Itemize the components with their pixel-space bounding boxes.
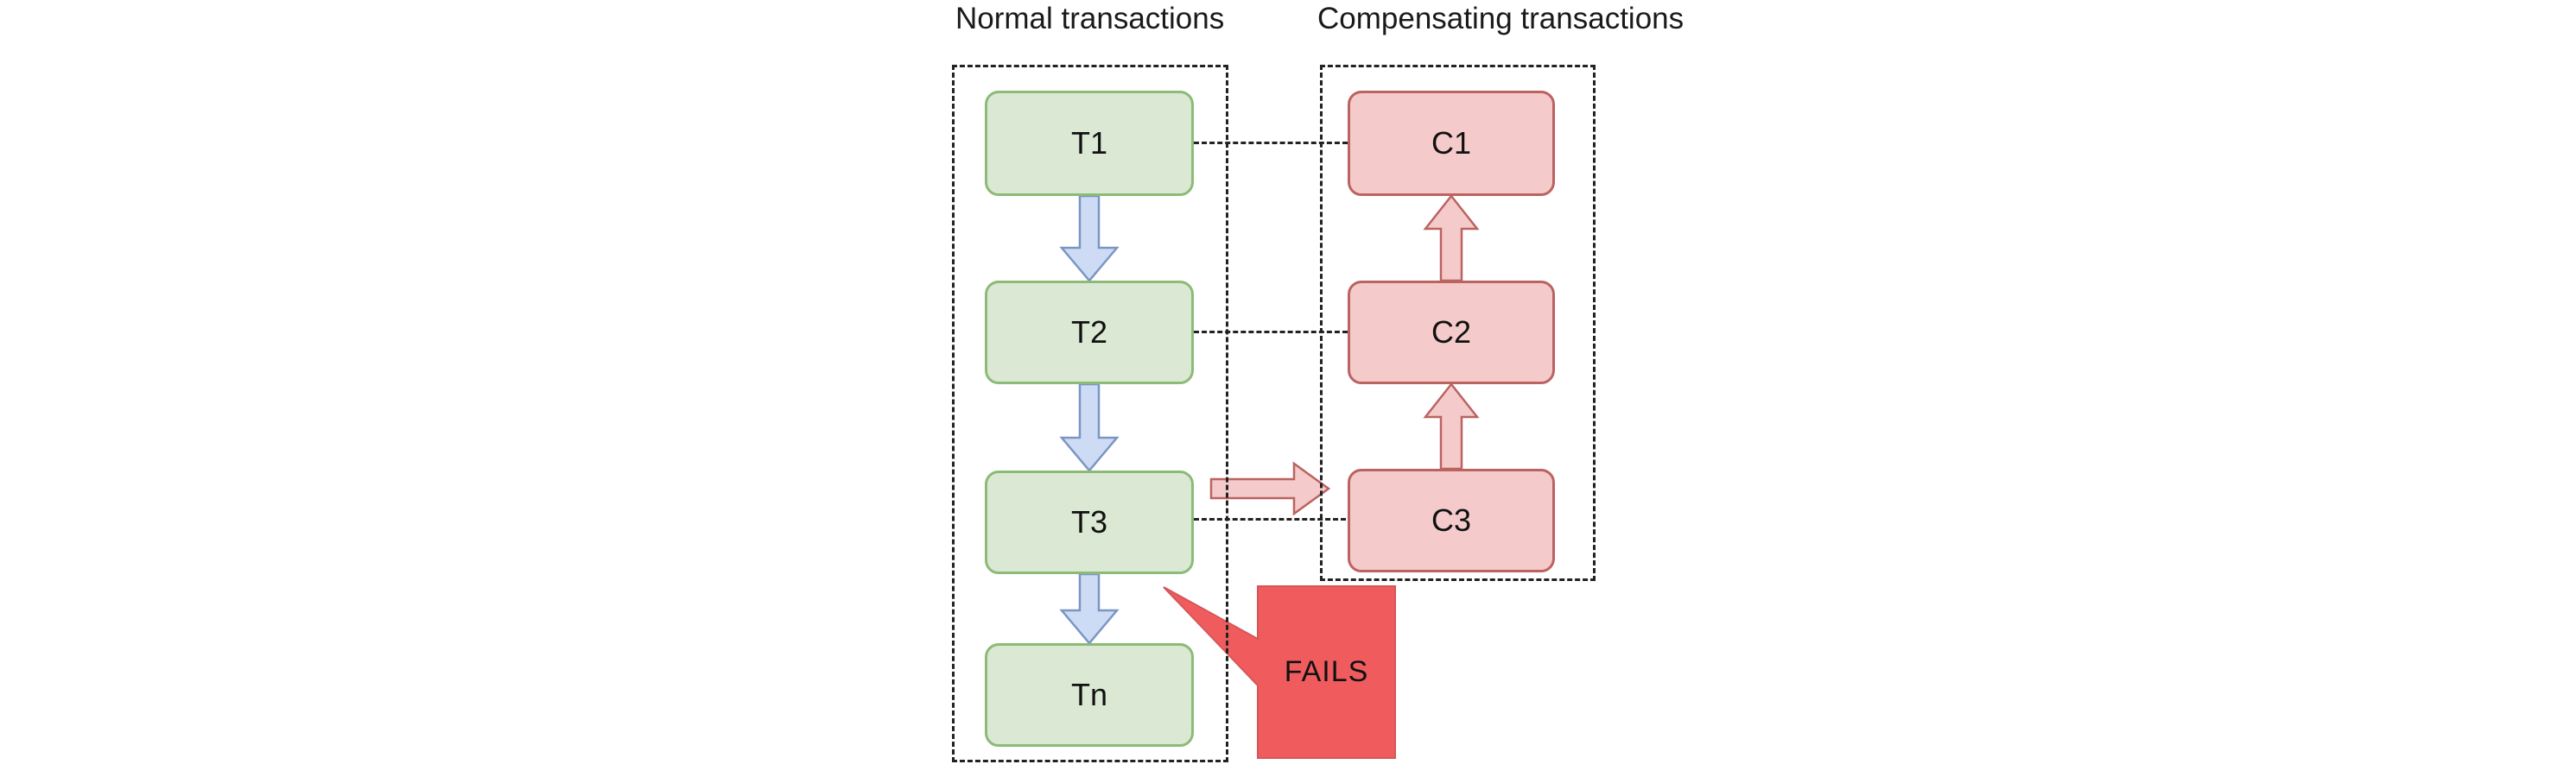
connector-t2-c2 bbox=[1194, 331, 1348, 333]
transaction-box-t1: T1 bbox=[985, 91, 1194, 196]
transaction-box-label: T3 bbox=[1070, 504, 1107, 540]
compensation-box-c1: C1 bbox=[1348, 91, 1555, 196]
down-arrow-t1-t2-icon bbox=[1059, 194, 1120, 282]
connector-t1-c1 bbox=[1194, 142, 1348, 144]
compensation-box-c2: C2 bbox=[1348, 281, 1555, 384]
up-arrow-c2-c1-icon bbox=[1423, 193, 1480, 282]
transaction-box-label: T1 bbox=[1070, 125, 1107, 161]
compensation-box-c3: C3 bbox=[1348, 469, 1555, 572]
right-arrow-t3-c3-icon bbox=[1209, 461, 1331, 516]
up-arrow-c3-c2-icon bbox=[1423, 382, 1480, 471]
down-arrow-t3-tn-icon bbox=[1059, 572, 1120, 645]
fails-callout-label: FAILS bbox=[1284, 655, 1369, 688]
compensation-box-label: C1 bbox=[1431, 125, 1472, 161]
transaction-box-t2: T2 bbox=[985, 281, 1194, 384]
transaction-box-t3: T3 bbox=[985, 471, 1194, 574]
connector-t3-c3 bbox=[1194, 518, 1346, 521]
transaction-box-tn: Tn bbox=[985, 643, 1194, 747]
compensation-box-label: C3 bbox=[1431, 502, 1472, 538]
down-arrow-t2-t3-icon bbox=[1059, 382, 1120, 472]
compensating-transactions-title: Compensating transactions bbox=[1317, 2, 1685, 35]
fails-callout-bubble bbox=[1163, 585, 1396, 759]
transaction-box-label: T2 bbox=[1070, 314, 1107, 350]
compensating-transactions-container bbox=[1320, 65, 1596, 581]
normal-transactions-title: Normal transactions bbox=[955, 2, 1225, 35]
compensation-box-label: C2 bbox=[1431, 314, 1472, 350]
transaction-box-label: Tn bbox=[1070, 677, 1107, 712]
normal-transactions-container bbox=[952, 65, 1228, 762]
